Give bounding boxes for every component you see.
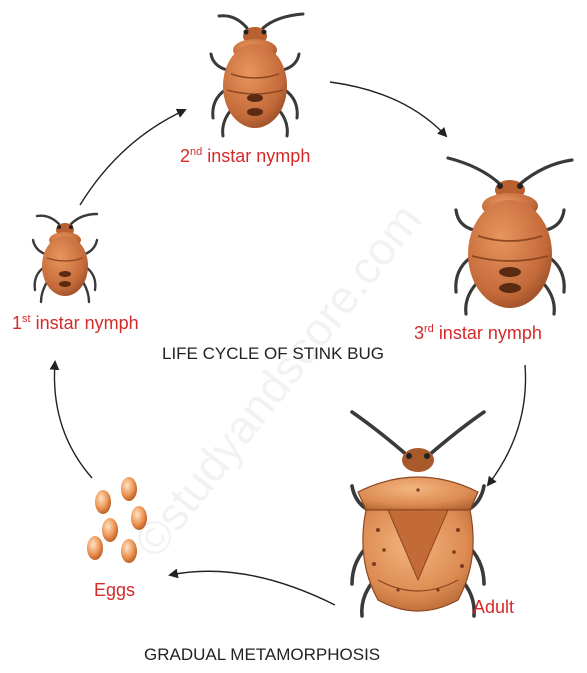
stage-number: 1 bbox=[12, 313, 22, 333]
arrow-nymph2-to-nymph3 bbox=[330, 82, 446, 136]
arrow-eggs-to-nymph1 bbox=[54, 362, 92, 478]
arrow-adult-to-eggs bbox=[170, 571, 335, 605]
stage-label-nymph-3: 3rd instar nymph bbox=[414, 323, 542, 344]
stage-text: instar nymph bbox=[207, 146, 310, 166]
stage-label-adult: Adult bbox=[473, 597, 514, 618]
nymph-2-icon bbox=[211, 14, 303, 136]
stage-text: Eggs bbox=[94, 580, 135, 600]
stage-label-eggs: Eggs bbox=[94, 580, 135, 601]
stage-label-nymph-2: 2nd instar nymph bbox=[180, 146, 310, 167]
stage-text: instar nymph bbox=[439, 323, 542, 343]
stage-suffix: rd bbox=[424, 323, 434, 335]
stage-suffix: nd bbox=[190, 146, 202, 158]
eggs-icon bbox=[87, 477, 147, 563]
stage-number: 2 bbox=[180, 146, 190, 166]
diagram-subtitle: GRADUAL METAMORPHOSIS bbox=[144, 645, 380, 665]
stage-number: 3 bbox=[414, 323, 424, 343]
stage-text: Adult bbox=[473, 597, 514, 617]
nymph-1-icon bbox=[33, 214, 97, 302]
diagram-title: LIFE CYCLE OF STINK BUG bbox=[162, 344, 384, 364]
stage-text: instar nymph bbox=[36, 313, 139, 333]
nymph-3-icon bbox=[448, 158, 572, 314]
stage-suffix: st bbox=[22, 313, 31, 325]
stage-label-nymph-1: 1st instar nymph bbox=[12, 313, 139, 334]
adult-bug-icon bbox=[352, 412, 484, 616]
arrow-nymph1-to-nymph2 bbox=[80, 110, 185, 205]
arrow-nymph3-to-adult bbox=[488, 365, 526, 485]
